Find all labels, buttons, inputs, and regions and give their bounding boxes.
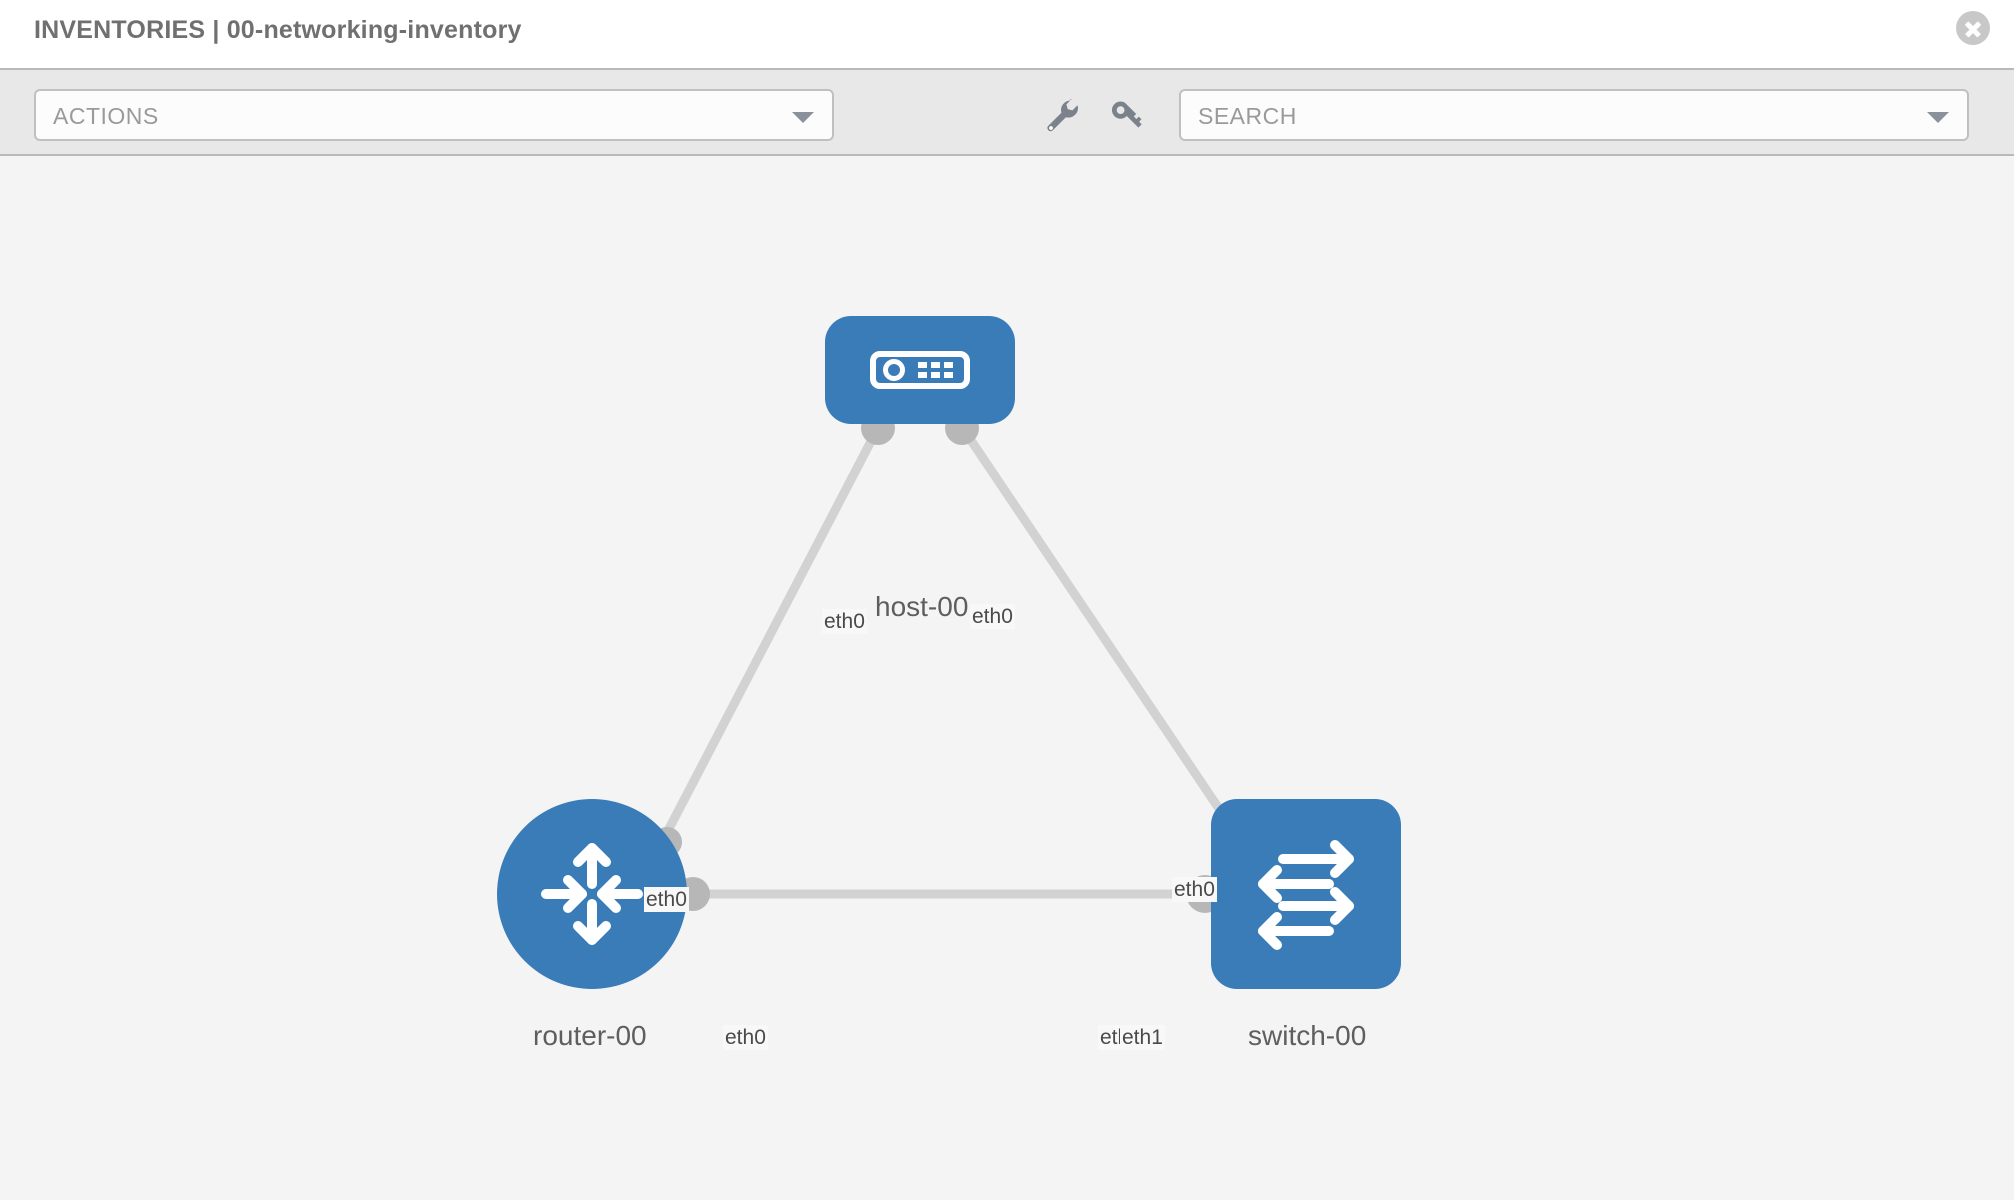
search-placeholder: SEARCH [1198, 103, 1297, 129]
edge-label-router-up: eth0 [644, 887, 689, 913]
server-icon [870, 351, 970, 389]
edge-label-host-right: eth0 [970, 604, 1015, 630]
topology-canvas[interactable]: host-00 router-00 switch-00 eth0 eth0 et… [0, 156, 2014, 1200]
topology-node-router-00[interactable] [497, 799, 687, 989]
toolbar: ACTIONS SEARCH [0, 68, 2014, 156]
actions-dropdown[interactable]: ACTIONS [34, 89, 834, 141]
edge-label-host-left: eth0 [822, 609, 867, 635]
topology-node-label-router-00: router-00 [530, 1020, 650, 1053]
topology-node-switch-00[interactable] [1211, 799, 1401, 989]
wrench-icon[interactable] [1040, 94, 1082, 136]
router-icon [541, 843, 643, 945]
actions-dropdown-label: ACTIONS [53, 103, 159, 129]
page-title: INVENTORIES | 00-networking-inventory [34, 16, 522, 44]
topology-node-label-host-00: host-00 [872, 591, 972, 624]
topology-node-host-00[interactable] [825, 316, 1015, 424]
edge-label-router-mid: eth0 [723, 1025, 768, 1051]
edge-label-switch-mid-over: eth1 [1120, 1025, 1165, 1051]
close-icon[interactable] [1956, 11, 1990, 45]
key-icon[interactable] [1106, 94, 1148, 136]
chevron-down-icon [792, 112, 814, 123]
switch-icon [1258, 840, 1354, 950]
link-host-switch [956, 421, 1236, 831]
topology-node-label-switch-00: switch-00 [1245, 1020, 1370, 1053]
chevron-down-icon[interactable] [1927, 112, 1949, 123]
topology-links [652, 411, 1253, 913]
edge-label-switch-up: eth0 [1172, 877, 1217, 903]
page-header: INVENTORIES | 00-networking-inventory [0, 0, 2014, 68]
link-host-router [656, 421, 884, 849]
search-input[interactable]: SEARCH [1179, 89, 1969, 141]
